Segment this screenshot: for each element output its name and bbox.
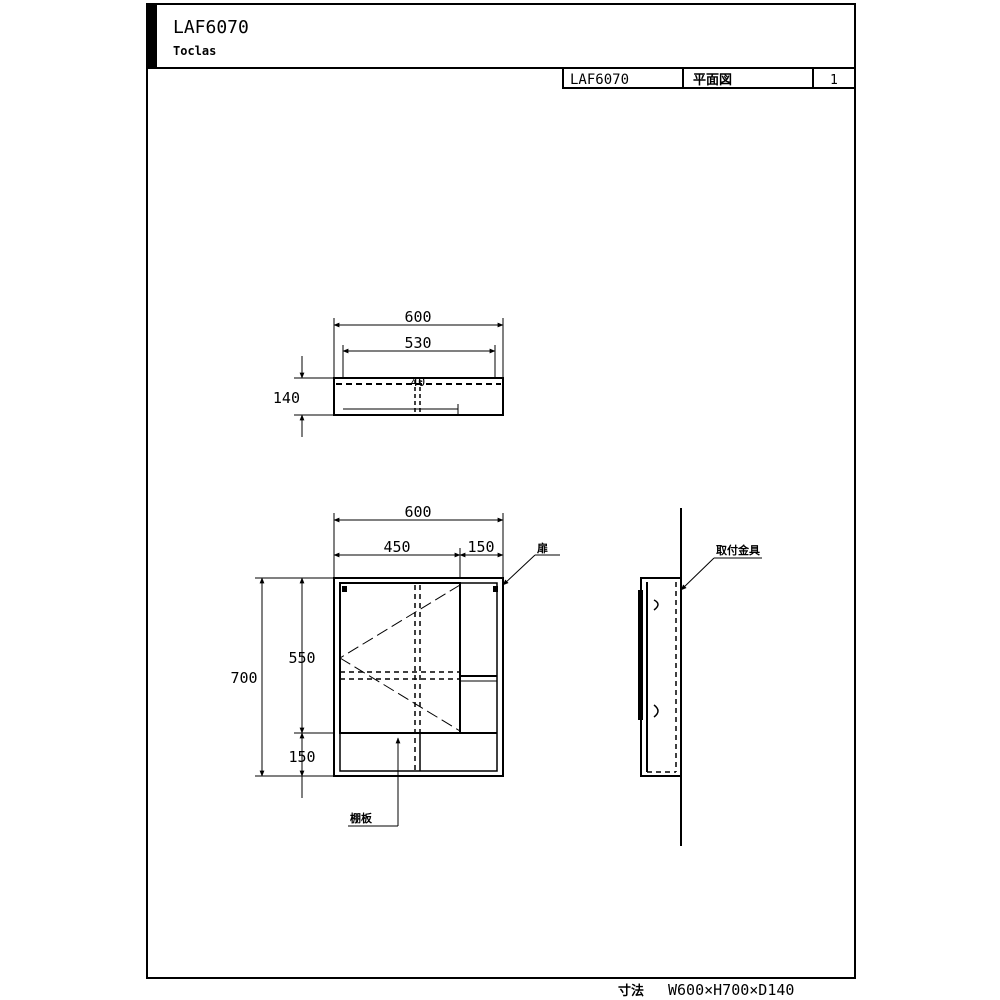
title-block: LAF6070 Toclas [147, 4, 855, 69]
side-view [638, 508, 762, 846]
info-sheet-label: 平面図 [693, 73, 732, 88]
front-right-width-label: 150 [467, 538, 494, 556]
front-left-width-label: 450 [383, 538, 410, 556]
top-center-mark: 40 [411, 375, 425, 389]
info-page: 1 [830, 73, 838, 88]
title-maker: Toclas [173, 44, 216, 58]
drawing-frame [146, 3, 856, 979]
footer-dimensions: W600×H700×D140 [668, 981, 794, 999]
front-label-bottom: 棚板 [350, 811, 373, 825]
side-view-label: 取付金具 [716, 543, 760, 557]
info-model: LAF6070 [570, 72, 629, 88]
front-upper-height-label: 550 [288, 649, 315, 667]
title-model: LAF6070 [173, 17, 249, 38]
front-view [255, 513, 560, 827]
front-lower-height-label: 150 [288, 748, 315, 766]
front-height-label: 700 [230, 669, 257, 687]
top-inner-width-label: 530 [404, 334, 431, 352]
top-view [294, 318, 504, 437]
footer-label: 寸法 [618, 983, 644, 999]
top-depth-label: 140 [273, 389, 300, 407]
front-label-top: 扉 [537, 541, 548, 555]
info-row: LAF6070 平面図 1 [562, 67, 856, 89]
front-width-label: 600 [404, 503, 431, 521]
top-width-label: 600 [404, 308, 431, 326]
